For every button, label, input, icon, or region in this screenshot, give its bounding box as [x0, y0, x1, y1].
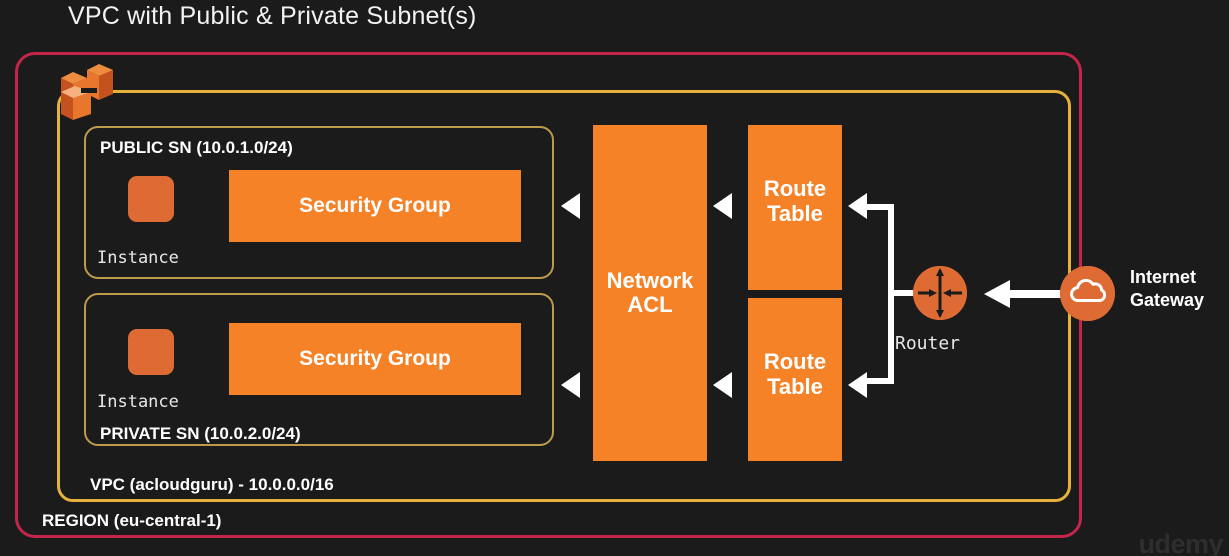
arrow-acl-to-public-sg-icon — [561, 193, 580, 219]
router-bracket-vertical — [888, 204, 894, 384]
instance-private-label: Instance — [97, 392, 179, 412]
security-group-private-label: Security Group — [299, 347, 451, 370]
instance-icon — [128, 329, 174, 375]
arrow-router-to-route-table-public-icon — [848, 193, 867, 219]
route-table-private: Route Table — [748, 298, 842, 461]
network-acl-box: Network ACL — [593, 125, 707, 461]
route-table-private-line1: Route — [763, 349, 827, 374]
subnet-public-label: PUBLIC SN (10.0.1.0/24) — [100, 138, 293, 157]
route-table-private-line2: Table — [767, 373, 823, 399]
route-table-public-line2: Table — [767, 200, 823, 226]
security-group-public: Security Group — [229, 170, 521, 242]
internet-gateway-label: Internet Gateway — [1130, 266, 1204, 311]
router-bracket-top-branch — [866, 204, 890, 210]
security-group-public-label: Security Group — [299, 194, 451, 217]
cloud-icon — [1060, 266, 1115, 321]
route-table-public: Route Table — [748, 125, 842, 290]
subnet-private-label: PRIVATE SN (10.0.2.0/24) — [100, 424, 301, 443]
instance-icon — [128, 176, 174, 222]
watermark: udemy — [1138, 529, 1223, 556]
aws-vpc-icon — [51, 58, 121, 128]
network-acl-label-line1: Network — [606, 267, 694, 293]
internet-gateway-label-line2: Gateway — [1130, 289, 1205, 310]
security-group-private: Security Group — [229, 323, 521, 395]
internet-gateway-label-line1: Internet — [1130, 267, 1197, 287]
region-label: REGION (eu-central-1) — [42, 511, 222, 530]
arrow-route-table-private-to-acl-icon — [713, 372, 732, 398]
network-acl-label-line2: ACL — [627, 292, 673, 317]
instance-public-label: Instance — [97, 248, 179, 268]
arrow-route-table-public-to-acl-icon — [713, 193, 732, 219]
arrow-igw-to-router-shaft — [1010, 290, 1062, 298]
router-icon — [913, 266, 967, 320]
arrow-acl-to-private-sg-icon — [561, 372, 580, 398]
router-bracket-bottom-branch — [866, 378, 890, 384]
router-bracket-stub — [894, 290, 914, 296]
subnet-private — [84, 293, 554, 446]
vpc-label: VPC (acloudguru) - 10.0.0.0/16 — [90, 475, 334, 494]
arrow-igw-to-router-icon — [984, 280, 1010, 308]
route-table-public-line1: Route — [763, 176, 827, 201]
router-label: Router — [895, 333, 961, 354]
page-title: VPC with Public & Private Subnet(s) — [68, 2, 477, 30]
subnet-public — [84, 126, 554, 279]
arrow-router-to-route-table-private-icon — [848, 372, 867, 398]
